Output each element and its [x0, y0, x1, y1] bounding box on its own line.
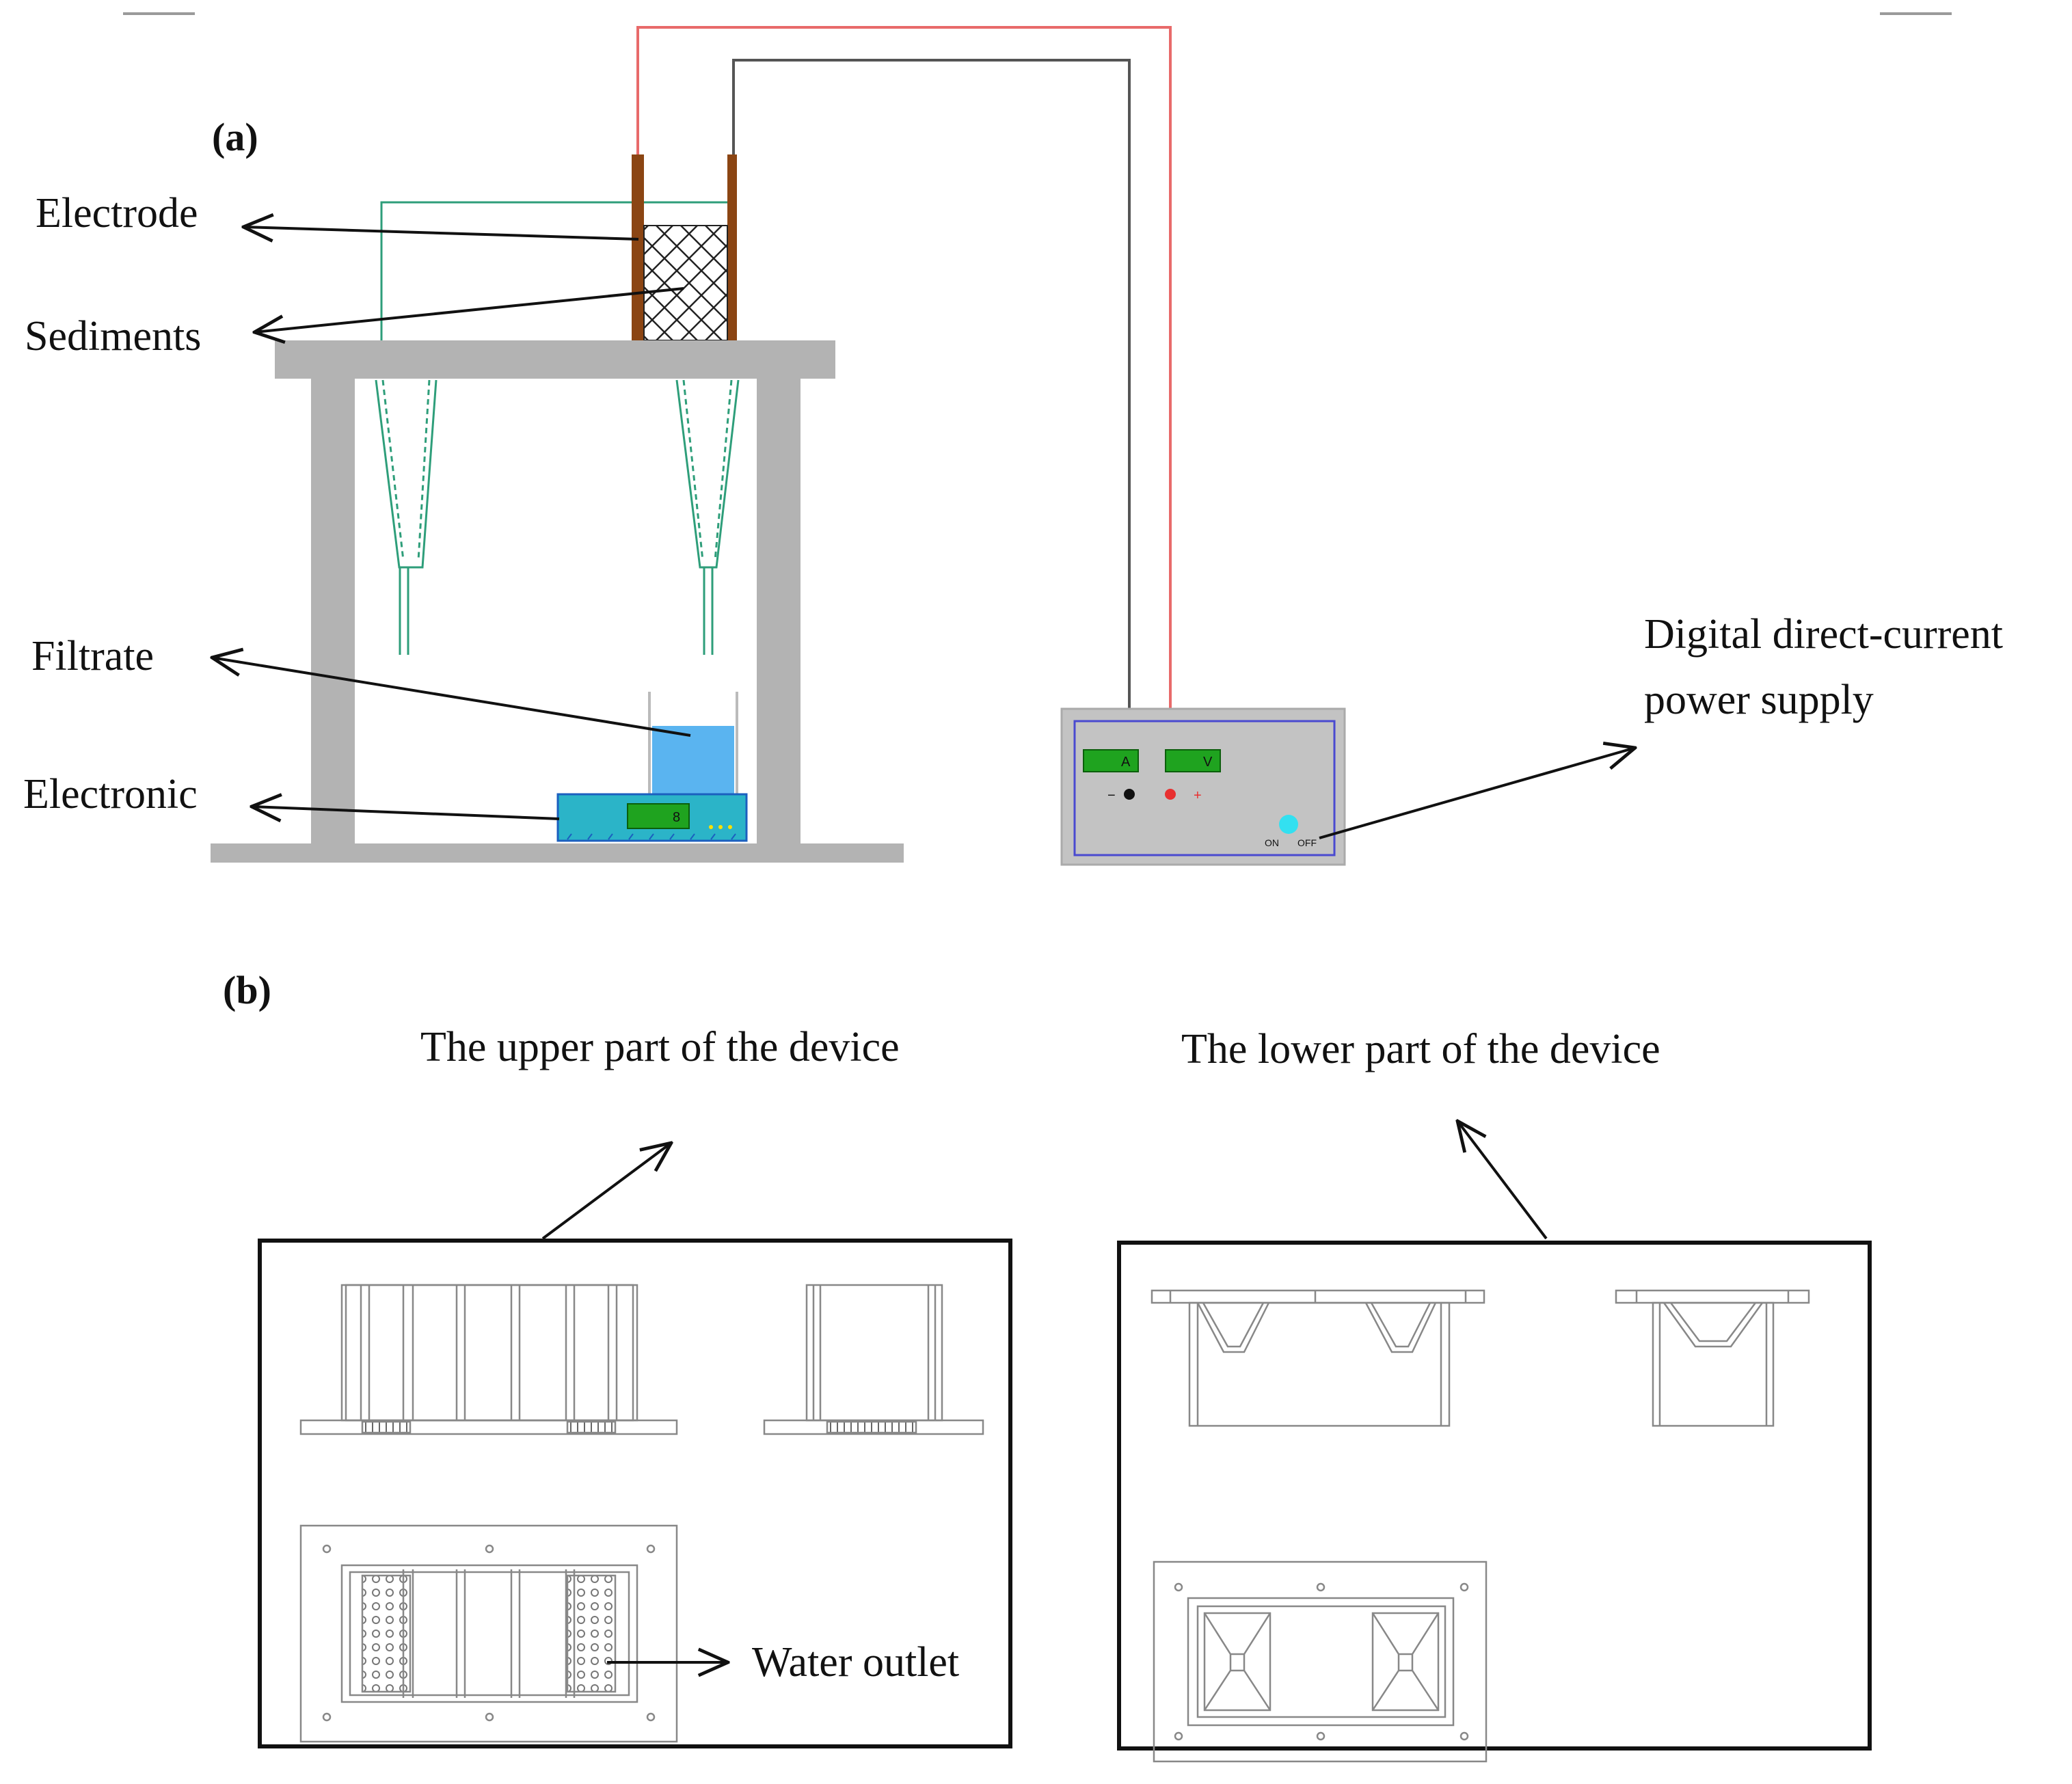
lower-device-end-view: [1615, 1289, 1810, 1427]
arrow-electrode: [243, 227, 639, 239]
voltmeter: [1165, 749, 1221, 772]
arrow-sediments: [254, 287, 684, 332]
label-lower-part: The lower part of the device: [1181, 1026, 1660, 1072]
label-electronic: Electronic: [23, 771, 198, 817]
sediments-block: [643, 225, 728, 341]
lower-device-top-view: [1153, 1560, 1488, 1763]
off-label: OFF: [1297, 837, 1317, 848]
funnel-left: [375, 379, 438, 655]
filtrate-liquid: [652, 726, 734, 801]
label-power-supply-line1: Digital direct-current: [1644, 611, 2003, 658]
panel-a-label: (a): [212, 115, 258, 159]
cell-outline: [380, 201, 734, 342]
negative-sign: −: [1107, 788, 1116, 803]
stand-top: [275, 340, 835, 379]
label-sediments: Sediments: [25, 313, 201, 360]
electrode-right: [727, 154, 737, 340]
label-water-outlet: Water outlet: [752, 1639, 959, 1686]
power-supply-panel: [1073, 720, 1336, 856]
label-upper-part: The upper part of the device: [420, 1024, 900, 1070]
power-knob: [1279, 815, 1298, 834]
arrow-electronic: [252, 807, 560, 819]
upper-device-side-view: [299, 1284, 678, 1435]
ammeter: [1083, 749, 1139, 772]
label-power-supply-line2: power supply: [1644, 677, 1874, 723]
upper-device-top-view: [299, 1524, 678, 1743]
arrow-power-supply: [1319, 748, 1635, 839]
balance-display: [627, 803, 690, 829]
funnel-right: [675, 379, 740, 655]
lower-device-side-view: [1151, 1289, 1485, 1427]
on-label: ON: [1265, 837, 1279, 848]
stand-leg-right: [757, 379, 800, 843]
wire-negative: [732, 59, 1131, 794]
arrow-upper-part: [541, 1143, 671, 1240]
stand-leg-left: [311, 379, 355, 843]
balance-display-value: 8: [673, 810, 680, 825]
electronic-balance: [556, 793, 748, 842]
upper-device-end-view: [763, 1284, 984, 1435]
voltmeter-label: V: [1203, 755, 1213, 770]
positive-terminal: [1165, 789, 1176, 800]
panel-b-label: (b): [223, 968, 271, 1012]
label-filtrate: Filtrate: [31, 633, 154, 679]
label-electrode: Electrode: [36, 190, 198, 236]
power-supply: [1060, 707, 1346, 866]
ammeter-label: A: [1121, 755, 1131, 770]
wire-positive: [636, 26, 1172, 794]
negative-terminal: [1124, 789, 1135, 800]
electrode-left: [632, 154, 644, 340]
arrow-lower-part: [1457, 1121, 1548, 1240]
positive-sign: +: [1194, 788, 1202, 803]
lower-device-box: [1117, 1241, 1872, 1751]
arrow-filtrate: [212, 658, 691, 737]
beaker-walls: [648, 692, 738, 801]
stand-base: [211, 843, 904, 863]
